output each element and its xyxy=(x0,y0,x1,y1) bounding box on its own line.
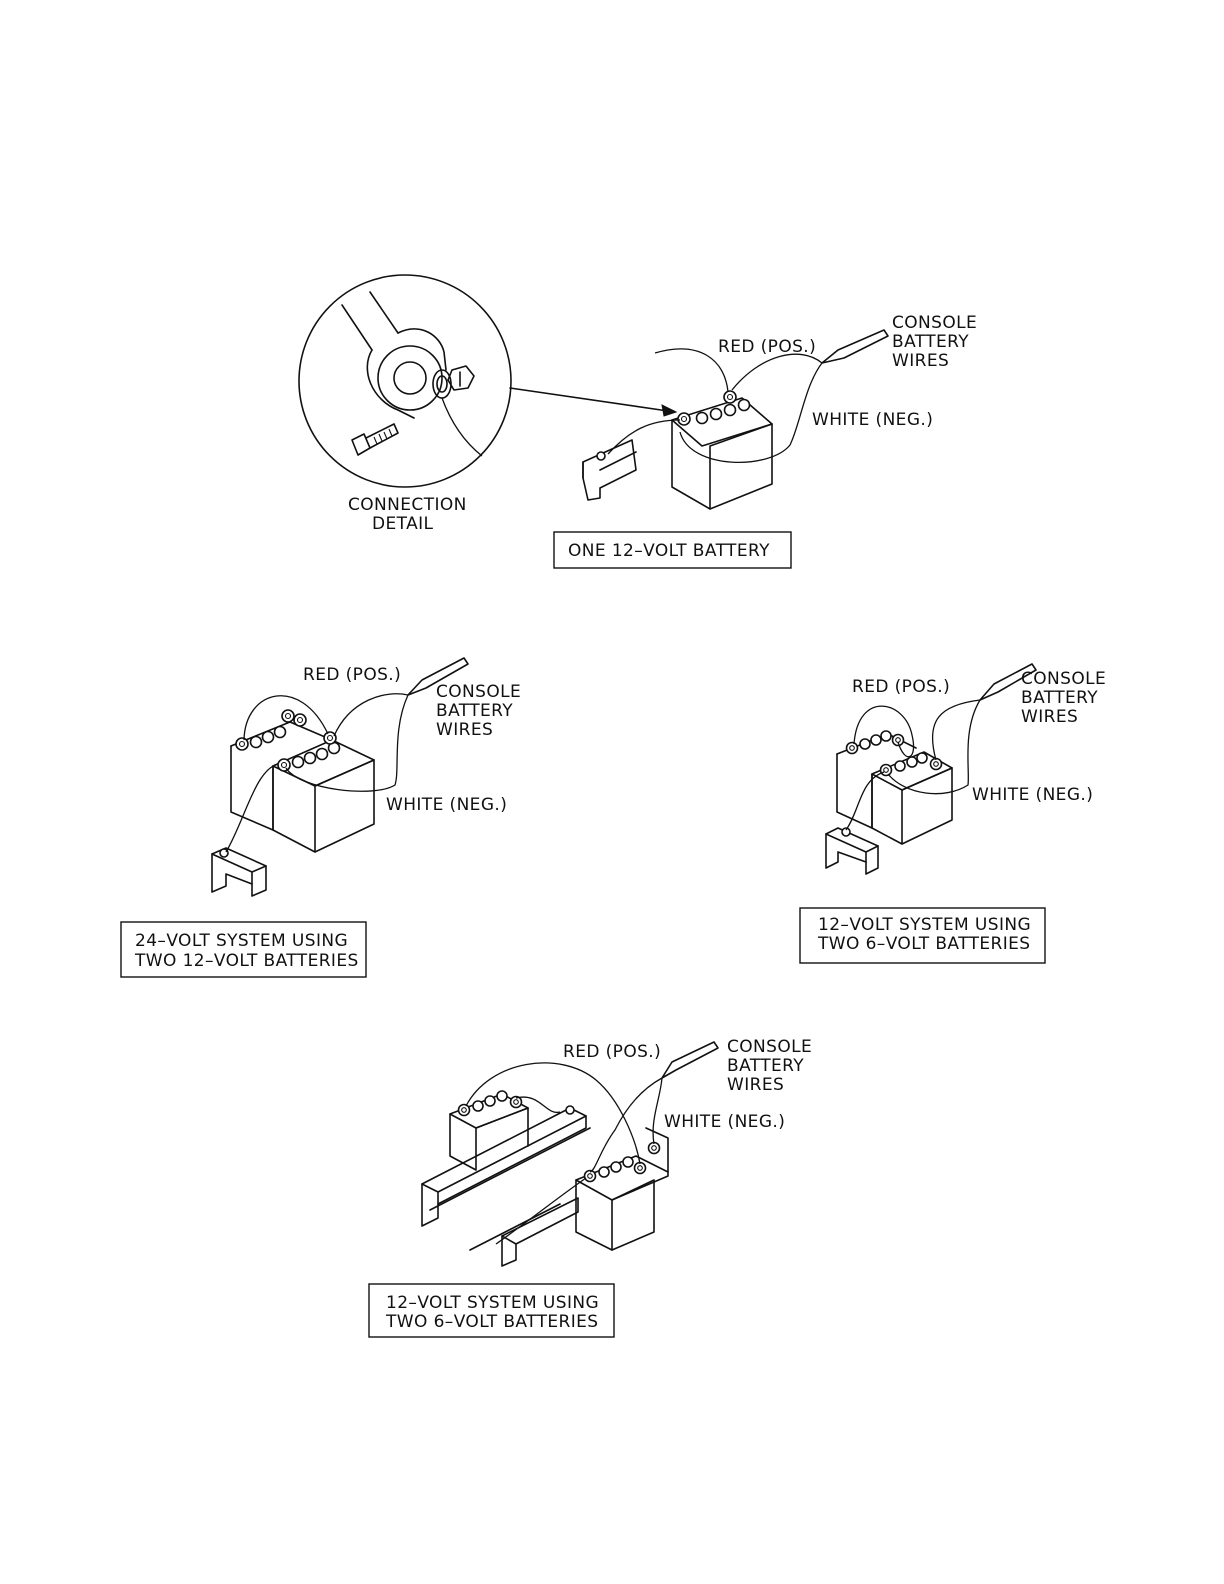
mounting-bracket xyxy=(825,827,879,875)
console-label-line1: CONSOLE xyxy=(1021,669,1106,689)
console-cable xyxy=(661,1041,719,1079)
battery-12v xyxy=(671,390,773,510)
caption-box xyxy=(368,1283,615,1338)
console-cable xyxy=(979,663,1037,701)
caption-line1: 12–VOLT SYSTEM USING xyxy=(386,1293,599,1313)
caption-line2: TWO 12–VOLT BATTERIES xyxy=(134,951,359,971)
ground-wire xyxy=(845,771,885,831)
battery-6v-front xyxy=(575,1127,669,1251)
console-cable xyxy=(407,657,469,696)
caption-line2: TWO 6–VOLT BATTERIES xyxy=(817,934,1030,954)
caption-line1: 24–VOLT SYSTEM USING xyxy=(135,931,348,951)
console-label-line1: CONSOLE xyxy=(727,1037,812,1057)
diagram-12-volt-two-6-volt-track: RED (POS.) WHITE (NEG.) CONSOLE BATTERY … xyxy=(368,1037,812,1338)
console-label-line1: CONSOLE xyxy=(436,682,521,702)
console-label-line2: BATTERY xyxy=(436,701,513,721)
jumper-wire xyxy=(515,1096,561,1114)
caption-box xyxy=(120,921,367,978)
console-label-line3: WIRES xyxy=(892,351,949,371)
connection-detail-label-line1: CONNECTION xyxy=(348,495,467,515)
console-label-line2: BATTERY xyxy=(1021,688,1098,708)
caption-line1: 12–VOLT SYSTEM USING xyxy=(818,915,1031,935)
mounting-bracket xyxy=(582,439,637,501)
diagram-12-volt-two-6-volt-side: RED (POS.) WHITE (NEG.) CONSOLE BATTERY … xyxy=(799,663,1106,964)
red-pos-wire xyxy=(465,1062,641,1165)
red-pos-label: RED (POS.) xyxy=(303,665,401,685)
caption-box xyxy=(553,531,792,569)
diagram-one-12-volt-battery: CONNECTION DETAIL RED (POS.) WHITE (NEG.… xyxy=(298,274,977,569)
ground-wire xyxy=(225,763,279,853)
battery-pair-6v xyxy=(836,730,953,845)
white-neg-label: WHITE (NEG.) xyxy=(386,795,507,815)
caption-line2: TWO 6–VOLT BATTERIES xyxy=(385,1312,598,1332)
white-neg-label: WHITE (NEG.) xyxy=(664,1112,785,1132)
red-pos-wire xyxy=(654,348,729,393)
console-label-line2: BATTERY xyxy=(892,332,969,352)
ground-wire xyxy=(495,1177,587,1245)
red-pos-label: RED (POS.) xyxy=(852,677,950,697)
mounting-bracket xyxy=(211,847,267,897)
white-neg-wire xyxy=(285,693,409,792)
battery-6v-rear xyxy=(449,1090,529,1171)
caption-line1: ONE 12–VOLT BATTERY xyxy=(568,541,770,561)
red-pos-label: RED (POS.) xyxy=(718,337,816,357)
console-label-line1: CONSOLE xyxy=(892,313,977,333)
red-pos-label: RED (POS.) xyxy=(563,1042,661,1062)
red-pos-wire xyxy=(853,705,915,758)
console-label-line3: WIRES xyxy=(436,720,493,740)
white-neg-wire xyxy=(679,353,823,464)
caption-box xyxy=(799,907,1046,964)
battery-pair-12v xyxy=(230,709,375,853)
mounting-bracket xyxy=(469,1197,579,1267)
connection-detail-magnifier xyxy=(298,274,678,488)
white-neg-wire xyxy=(887,699,982,795)
console-cable xyxy=(821,329,889,364)
diagram-24-volt-two-12-volt: RED (POS.) WHITE (NEG.) CONSOLE BATTERY … xyxy=(120,657,521,978)
white-neg-label: WHITE (NEG.) xyxy=(972,785,1093,805)
mounting-rail xyxy=(421,1105,591,1227)
white-neg-label: WHITE (NEG.) xyxy=(812,410,933,430)
ground-wire xyxy=(607,419,681,455)
red-pos-wire xyxy=(243,695,329,741)
console-label-line3: WIRES xyxy=(1021,707,1078,727)
console-label-line2: BATTERY xyxy=(727,1056,804,1076)
white-neg-wire xyxy=(589,1076,663,1173)
connection-detail-label-line2: DETAIL xyxy=(372,514,434,534)
console-label-line3: WIRES xyxy=(727,1075,784,1095)
